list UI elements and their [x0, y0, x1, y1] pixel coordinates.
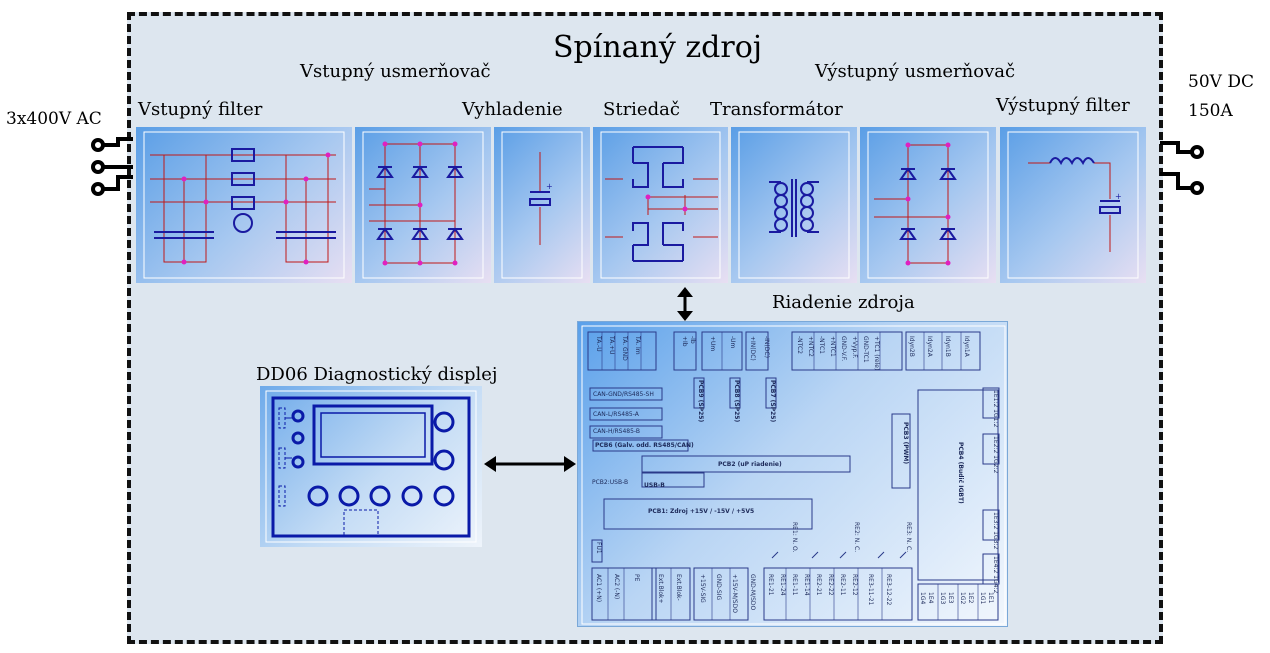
pin-minus-in-dc: -IN(DC) [763, 336, 770, 358]
input-rectifier-block [355, 127, 491, 283]
pin-1e4-1g4: 1E4:2 1G4:2 [992, 556, 999, 594]
pin-1g4: 1G4 [919, 592, 926, 605]
pin-idyn1a: Idyn1A [963, 336, 970, 357]
pin-re1-14: RE1-14 [803, 574, 810, 596]
pin-minus-ib: -Ib [689, 336, 696, 344]
pin-ext-blok-plus: Ext.Blok+ [657, 574, 664, 604]
pin-1e1-1g1: 1E1:2 1G1:2 [992, 390, 999, 428]
pin-gnd-tc1: GND-TC1 [862, 336, 869, 363]
pin-gnd-vf: GND-V.F. [840, 336, 847, 362]
output-current-label: 150A [1188, 101, 1233, 121]
output-terminals [1160, 141, 1204, 195]
pin-ta-gnd: TA. GND [621, 336, 628, 361]
relay3-label: RE3: N. C. [905, 522, 912, 553]
transformer-block [731, 127, 857, 283]
pin-idyn2a: Idyn2A [926, 336, 933, 357]
pin-re1-21: RE1-21 [767, 574, 774, 596]
pin-gnd-m-sdo: GND-M/SDO [749, 574, 756, 611]
pin-re2-22: RE2-22 [827, 574, 834, 596]
label-transformer: Transformátor [710, 99, 843, 120]
diagram-title: Spínaný zdroj [553, 30, 763, 65]
input-filter-block [136, 127, 352, 283]
vertical-link-arrow [677, 287, 693, 321]
pin-1e3-1g3: 1E3:2 1G3:2 [992, 512, 999, 550]
pcb1-label: PCB1: Zdroj +15V / -15V / +5V5 [648, 508, 755, 515]
svg-text:+: + [1115, 192, 1122, 201]
pin-ext-blok-minus: Ext.Blok- [675, 574, 682, 601]
label-inverter: Striedač [603, 99, 680, 120]
pin-re1-11: RE1-11 [791, 574, 798, 596]
pin-plus-vyp-f: +Vyp.F. [851, 336, 858, 359]
pin-ac2: AC2 (-N) [613, 574, 620, 600]
pin-1g1: 1G1 [979, 592, 986, 605]
pin-minus-ntc2: -NTC2 [796, 336, 803, 354]
control-board: TA.-U TA.+U TA. GND TA. Im +Ib -Ib +Um -… [577, 321, 1008, 627]
display-title: DD06 Diagnostický displej [256, 364, 498, 385]
pin-15v-m-sdo: +15V-M/SDO [731, 574, 738, 613]
pin-1e2-1g2: 1E2:2 1G2:2 [992, 436, 999, 474]
pin-plus-in-dc: +IN(DC) [749, 336, 756, 361]
can-l-label: CAN-L/RS485-A [593, 411, 639, 418]
pin-re1-24: RE1-24 [779, 574, 786, 596]
pin-re2-11: RE2-11 [839, 574, 846, 596]
output-filter-block: + [1000, 127, 1146, 283]
usb-b-label: USB-B [644, 482, 665, 489]
pin-gnd-sig: GND-SIG [715, 574, 722, 601]
pin-re3-12-22: RE3-12-22 [885, 574, 892, 606]
pin-pe: PE [633, 574, 640, 582]
label-input-filter: Vstupný filter [138, 99, 263, 120]
pin-1e3: 1E3 [947, 592, 954, 604]
pin-1g2: 1G2 [959, 592, 966, 605]
pin-idyn1b: Idyn1B [944, 336, 951, 357]
can-h-label: CAN-H/RS485-B [593, 428, 640, 435]
pcb2-label: PCB2 (uP riadenie) [718, 461, 782, 468]
pcb8-label: PCB8 (SP25) [733, 380, 740, 423]
pin-plus-ib: +Ib [681, 336, 688, 347]
pcb6-label: PCB6 (Galv. odd. RS485/CAN) [595, 442, 694, 449]
input-terminals [91, 137, 133, 196]
pin-ac1: AC1 (+N) [595, 574, 602, 603]
relay2-label: RE2: N. C. [853, 522, 860, 553]
input-voltage-label: 3x400V AC [6, 109, 102, 129]
pin-ta-u: TA.-U [595, 336, 602, 352]
relay1-label: RE1: N. O. [791, 522, 798, 553]
pcb3-label: PCB3 (PWM) [902, 422, 909, 465]
pin-re3-11-21: RE3-11-21 [867, 574, 874, 606]
smoothing-block: + [494, 127, 590, 283]
pin-plus-tc1: +TC1 (rele) [873, 336, 880, 371]
pin-minus-ntc1: -NTC1 [818, 336, 825, 354]
label-output-filter: Výstupný filter [996, 95, 1130, 116]
label-smoothing: Vyhladenie [462, 99, 563, 120]
pin-minus-um: -Um [729, 336, 736, 349]
pin-ta-plus-u: TA.+U [608, 336, 615, 355]
output-rectifier-block [860, 127, 996, 283]
pcb4-label: PCB4 (Budič IGBT) [957, 442, 964, 504]
pin-1e4: 1E4 [927, 592, 934, 604]
horizontal-link-arrow [484, 456, 576, 472]
pin-ta-im: TA. Im [634, 336, 641, 355]
label-input-rectifier: Vstupný usmerňovač [300, 61, 491, 82]
label-output-rectifier: Výstupný usmerňovač [815, 61, 1016, 82]
pin-re2-21: RE2-21 [815, 574, 822, 596]
output-voltage-label: 50V DC [1188, 72, 1254, 92]
inverter-block [593, 127, 728, 283]
fu1-label: FU1 [595, 542, 602, 554]
pcb9-label: PCB9 (SP25) [697, 380, 704, 423]
pin-plus-ntc2: +NTC2 [807, 336, 814, 357]
can-gnd-label: CAN-GND/RS485-SH [593, 391, 654, 398]
pcb2-usb-label: PCB2:USB-B [592, 479, 629, 486]
pin-15v-sig: +15V-SIG [699, 574, 706, 603]
pin-idyn2b: Idyn2B [908, 336, 915, 357]
pin-1e2: 1E2 [967, 592, 974, 604]
pin-re2-12: RE2-12 [851, 574, 858, 596]
diagnostic-display [260, 386, 482, 547]
control-title: Riadenie zdroja [772, 292, 915, 313]
pin-1g3: 1G3 [939, 592, 946, 605]
pin-1e1: 1E1 [987, 592, 994, 604]
pin-plus-ntc1: +NTC1 [829, 336, 836, 357]
pcb7-label: PCB7 (SP25) [769, 380, 776, 423]
svg-text:+: + [546, 182, 553, 191]
pin-plus-um: +Um [709, 336, 716, 352]
